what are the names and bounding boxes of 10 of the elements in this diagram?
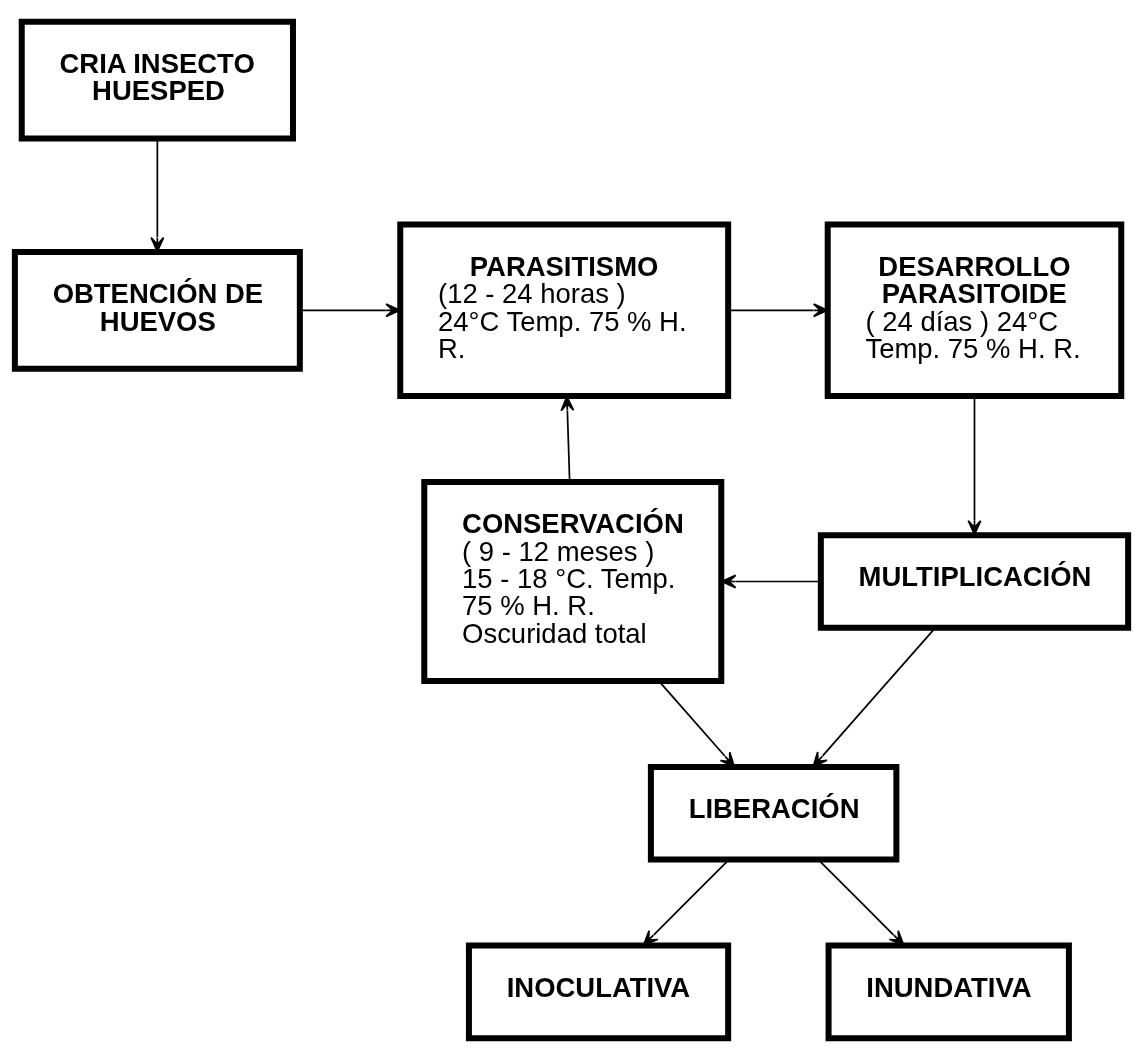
node-box: DESARROLLO PARASITOIDE ( 24 días ) 24°C Temp. 75 % H. R. bbox=[824, 221, 1125, 400]
node-box: MULTIPLICACIÓN bbox=[817, 532, 1132, 631]
node-box: INUNDATIVA bbox=[825, 942, 1072, 1042]
node-box: PARASITISMO (12 - 24 horas ) 24°C Temp. 75 % H. R. bbox=[397, 221, 732, 400]
node-box: OBTENCIÓN DE HUEVOS bbox=[11, 248, 303, 372]
arrow bbox=[299, 303, 401, 318]
node-box: INOCULATIVA bbox=[465, 942, 732, 1042]
node-box: LIBERACIÓN bbox=[647, 763, 900, 863]
node-box: CRIA INSECTO HUESPED bbox=[18, 18, 296, 142]
node-box: CONSERVACIÓN ( 9 - 12 meses ) 15 - 18 °C. Temp. 75 % H. R. Oscuridad total bbox=[421, 478, 725, 685]
